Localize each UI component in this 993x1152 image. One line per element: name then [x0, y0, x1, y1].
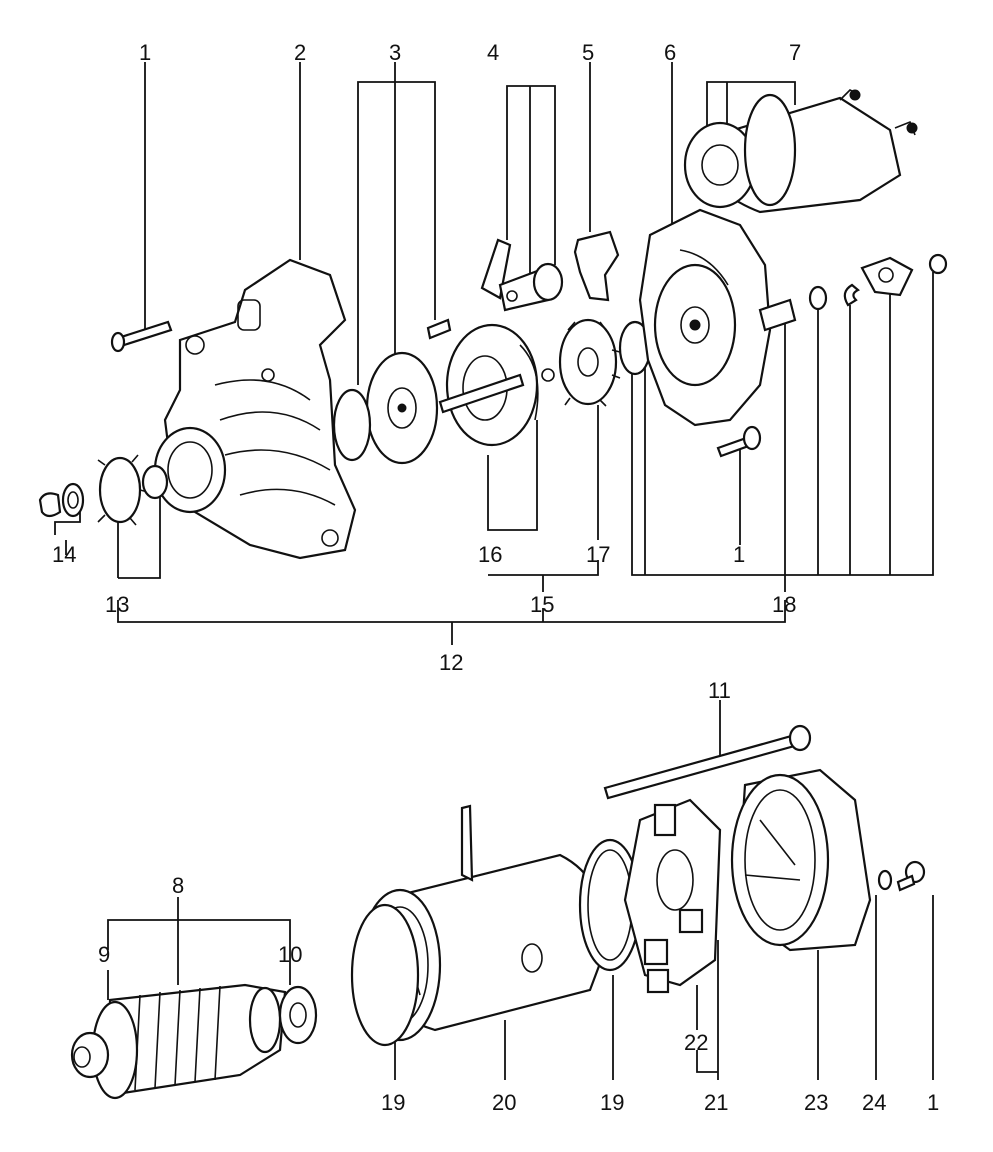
screw-part-1-lower: [896, 860, 926, 892]
brush-holder-parts-21-22: [623, 798, 722, 994]
label-8: 8: [172, 873, 184, 898]
label-16: 16: [478, 542, 502, 567]
gear-part-17: [558, 318, 652, 407]
label-19-left: 19: [381, 1090, 405, 1115]
leader-lines-lower: [107, 700, 934, 1080]
bolt-part-1-upper: [110, 320, 173, 353]
label-23: 23: [804, 1090, 828, 1115]
plunger-part-5: [532, 230, 620, 302]
solenoid-part-7: [683, 89, 918, 214]
label-5: 5: [582, 40, 594, 65]
label-12: 12: [439, 650, 463, 675]
pinion-parts-13-14: [38, 454, 169, 526]
label-4: 4: [487, 40, 499, 65]
label-21: 21: [704, 1090, 728, 1115]
label-24: 24: [862, 1090, 886, 1115]
label-6: 6: [664, 40, 676, 65]
label-1-bottom-right: 1: [927, 1090, 939, 1115]
label-20: 20: [492, 1090, 516, 1115]
bearing-retainer-part-3: [332, 318, 452, 465]
center-bracket-part-16: [438, 323, 555, 447]
label-18: 18: [772, 592, 796, 617]
label-22: 22: [684, 1030, 708, 1055]
label-14: 14: [52, 542, 76, 567]
label-3: 3: [389, 40, 401, 65]
drive-housing-part-2: [153, 258, 357, 560]
label-2: 2: [294, 40, 306, 65]
leader-lines-upper: [54, 62, 934, 645]
label-10: 10: [278, 942, 302, 967]
part-labels: 1 2 3 4 5 6 7 1 16 17 14 13 15 18 12 11 …: [52, 40, 939, 1115]
bolt-part-1-mid: [716, 425, 762, 458]
label-1-top-left: 1: [139, 40, 151, 65]
label-19-right: 19: [600, 1090, 624, 1115]
label-11: 11: [708, 678, 731, 703]
washer-part-24: [877, 869, 893, 891]
gasket-part-19: [350, 838, 642, 1047]
label-13: 13: [105, 592, 129, 617]
label-7: 7: [789, 40, 801, 65]
armature-part-8: [70, 983, 287, 1100]
end-frame-part-23: [730, 768, 872, 952]
housing-cover-part-6: [638, 208, 797, 427]
label-17: 17: [586, 542, 610, 567]
through-bolt-part-11: [603, 724, 812, 800]
label-15: 15: [530, 592, 554, 617]
label-9: 9: [98, 942, 110, 967]
label-1-mid: 1: [733, 542, 745, 567]
small-parts-part-18: [808, 253, 948, 311]
bearing-part-10: [278, 985, 318, 1045]
